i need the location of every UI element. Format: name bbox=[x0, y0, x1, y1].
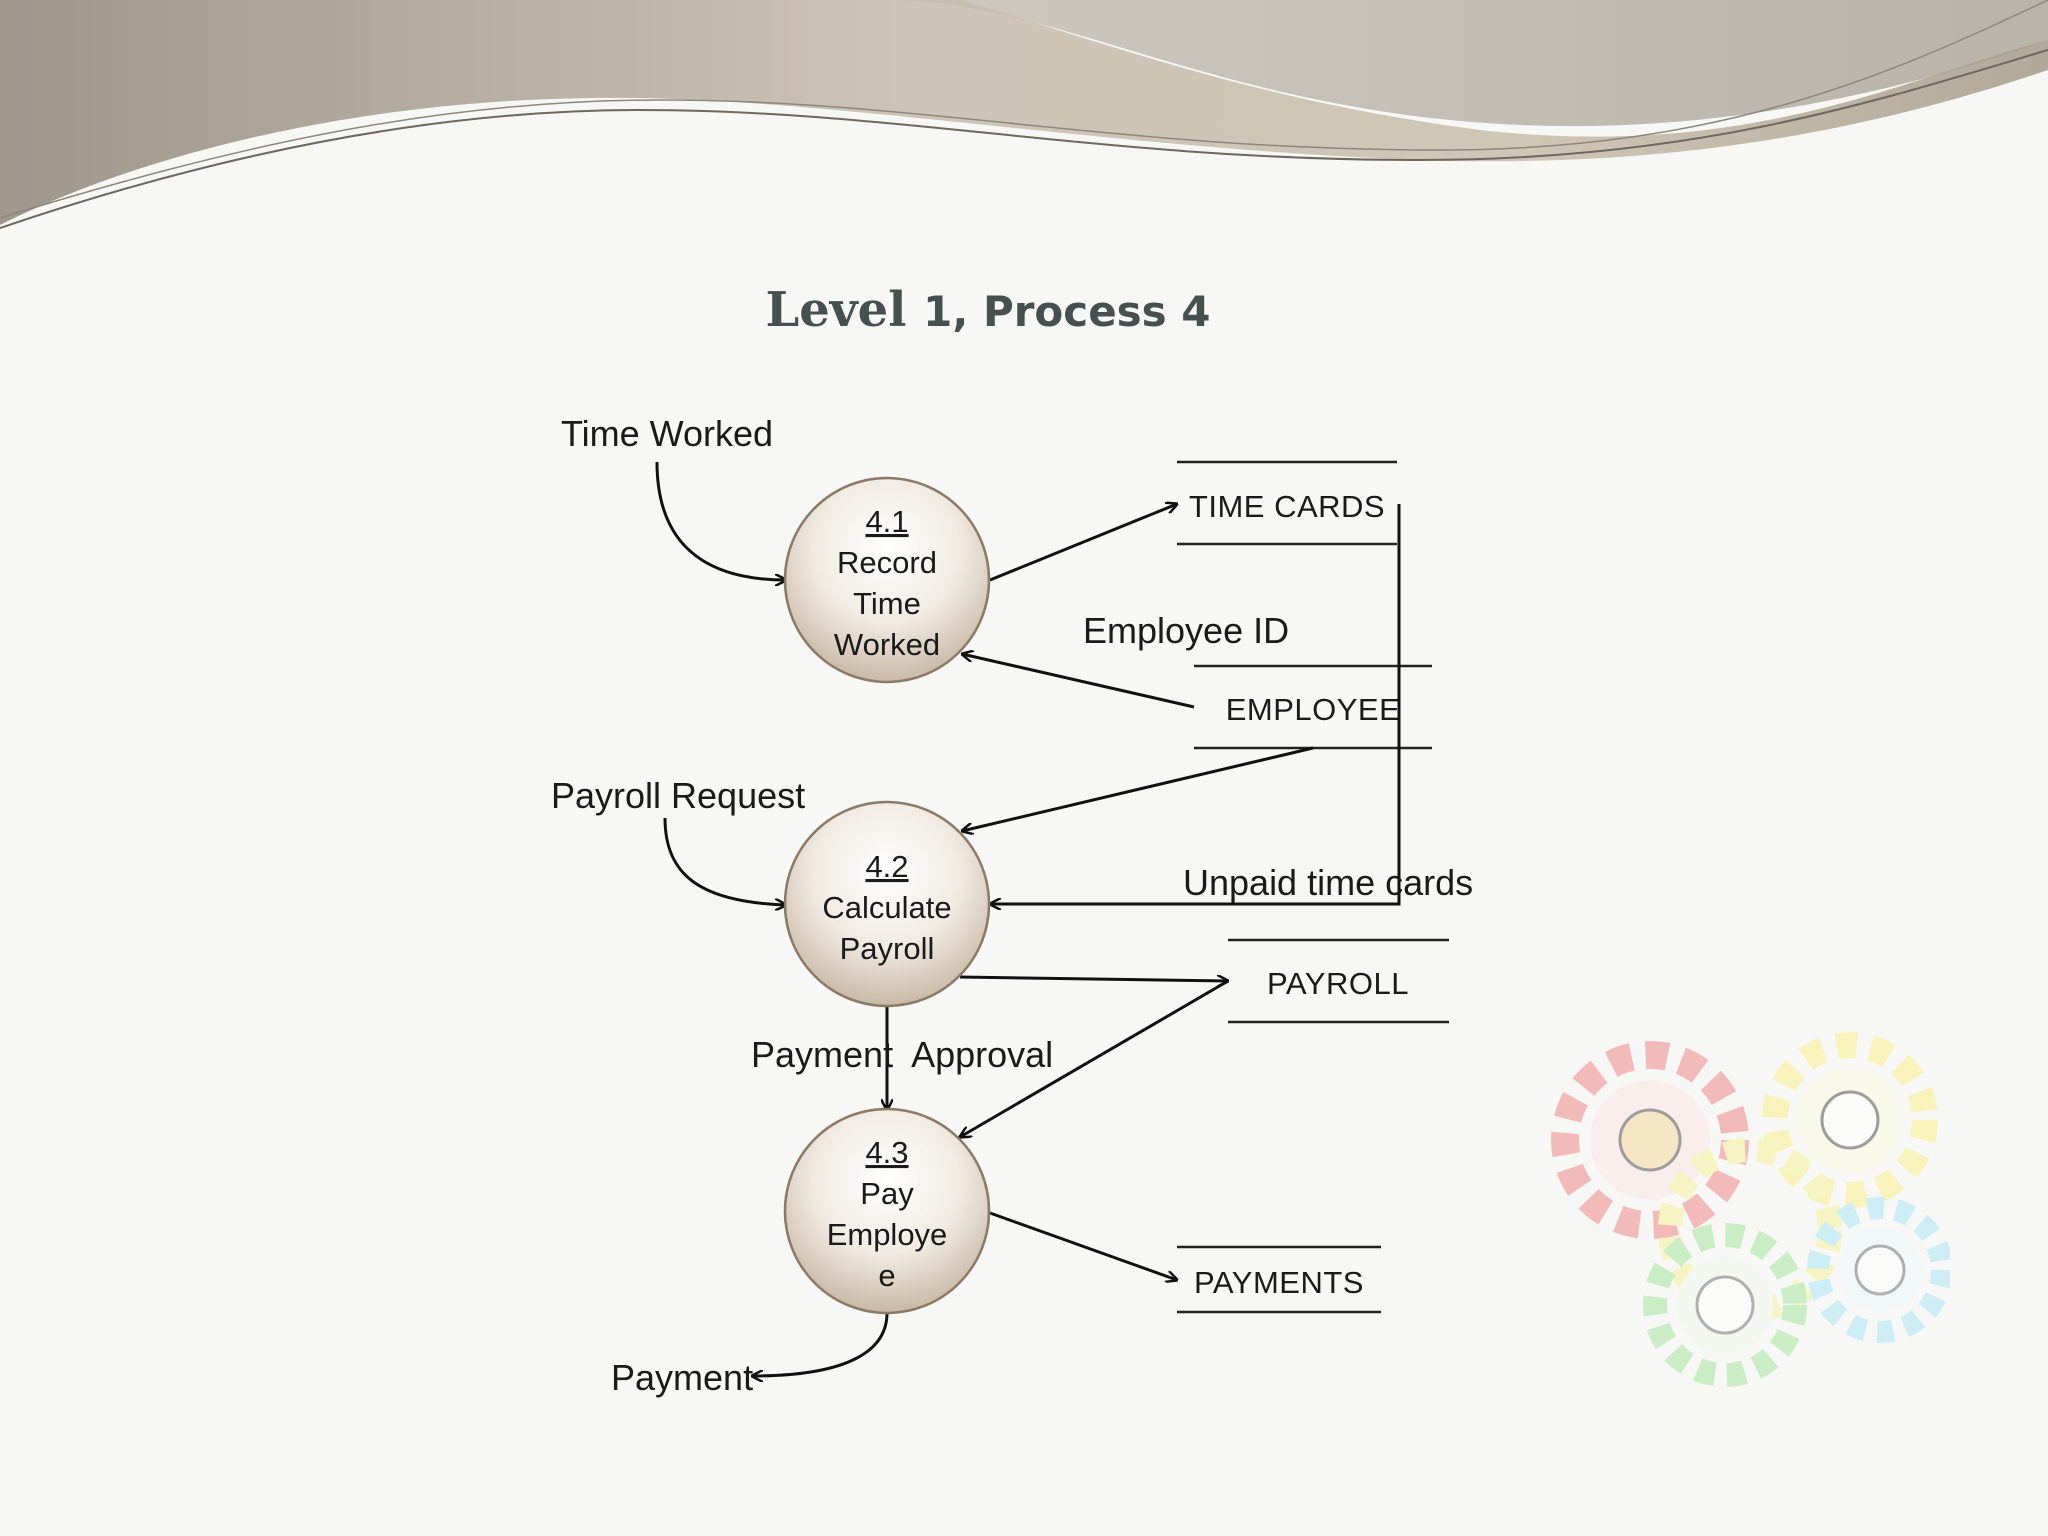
process-4-3-line-2: Employe bbox=[827, 1217, 948, 1252]
store-payroll: PAYROLL bbox=[1228, 938, 1449, 1024]
title-main: Level bbox=[765, 282, 907, 338]
process-4-2-id: 4.2 bbox=[865, 849, 908, 884]
process-4-3-line-1: Pay bbox=[860, 1176, 914, 1211]
flow-time-worked bbox=[655, 461, 786, 580]
flow-payroll-to-pay bbox=[960, 979, 1229, 1137]
process-4-3-line-3: e bbox=[878, 1258, 895, 1293]
process-4-3: 4.3 Pay Employe e bbox=[783, 1107, 991, 1315]
store-time-cards-label: TIME CARDS bbox=[1189, 489, 1385, 524]
store-employee-label: EMPLOYEE bbox=[1226, 692, 1401, 727]
process-4-1: 4.1 Record Time Worked bbox=[783, 476, 991, 684]
process-4-2-line-2: Payroll bbox=[840, 931, 935, 966]
label-time-worked: Time Worked bbox=[561, 413, 773, 454]
label-payment-approval: Payment Approval bbox=[751, 1034, 1053, 1075]
process-4-1-id: 4.1 bbox=[865, 504, 908, 539]
process-4-1-line-3: Worked bbox=[834, 627, 940, 662]
flow-to-payroll bbox=[959, 977, 1228, 981]
flow-to-payments bbox=[989, 1211, 1177, 1280]
flow-employee-to-calculate bbox=[962, 746, 1314, 831]
store-payments-label: PAYMENTS bbox=[1194, 1265, 1364, 1300]
gears-clipart bbox=[1551, 1032, 1950, 1387]
process-4-2: 4.2 Calculate Payroll bbox=[783, 800, 991, 1008]
process-4-1-line-1: Record bbox=[837, 545, 937, 580]
store-payroll-label: PAYROLL bbox=[1267, 966, 1409, 1001]
flow-to-time-cards bbox=[989, 504, 1177, 582]
label-payment: Payment bbox=[611, 1357, 753, 1398]
label-unpaid-time-cards: Unpaid time cards bbox=[1183, 862, 1473, 903]
label-payroll-request: Payroll Request bbox=[551, 775, 805, 816]
store-time-cards: TIME CARDS bbox=[1177, 460, 1397, 546]
slide-title: Level 1, Process 4 bbox=[0, 282, 1976, 338]
process-4-3-id: 4.3 bbox=[865, 1135, 908, 1170]
header-swoosh bbox=[0, 0, 2048, 229]
process-4-1-line-2: Time bbox=[853, 586, 921, 621]
store-payments: PAYMENTS bbox=[1177, 1245, 1381, 1314]
flow-unpaid-time-cards bbox=[990, 504, 1401, 904]
store-employee: EMPLOYEE bbox=[1194, 664, 1432, 750]
flow-payment bbox=[752, 1312, 889, 1376]
flow-employee-id bbox=[962, 654, 1195, 709]
flow-payroll-request bbox=[663, 817, 786, 905]
title-rest: 1, Process 4 bbox=[923, 287, 1211, 336]
label-employee-id: Employee ID bbox=[1083, 610, 1289, 651]
process-4-2-line-1: Calculate bbox=[822, 890, 951, 925]
